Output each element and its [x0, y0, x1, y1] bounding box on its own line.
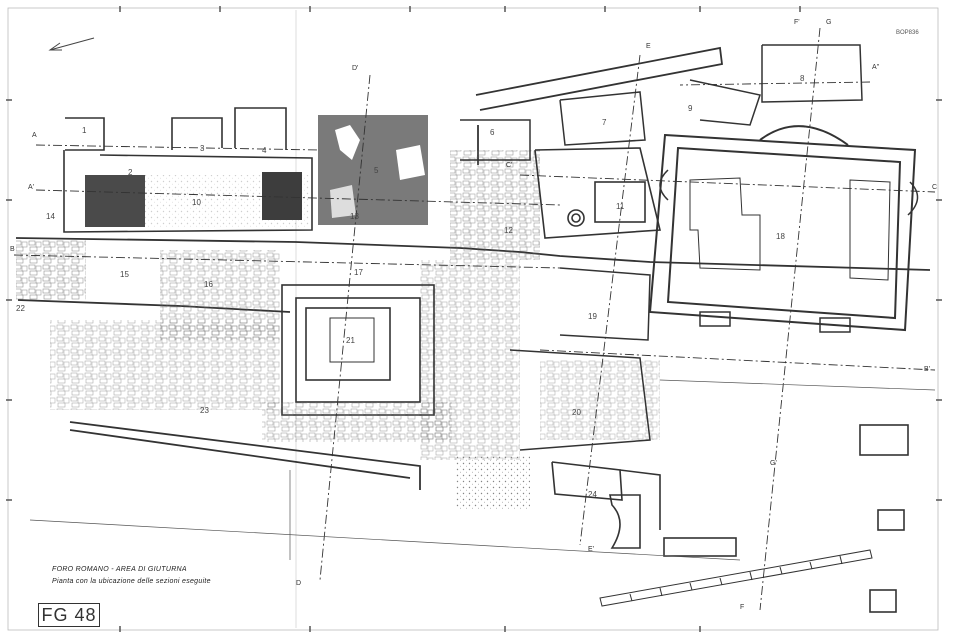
section-marker: G' [770, 460, 777, 467]
masonry-zone-12 [450, 150, 540, 260]
section-marker: G [826, 19, 832, 26]
temple-21-base [262, 402, 452, 442]
section-marker: D [296, 580, 302, 587]
plaza-lines [29, 379, 936, 561]
plan-subtitle: Pianta con la ubicazione delle sezioni e… [52, 578, 211, 585]
room-number: 8 [800, 74, 805, 83]
section-marker: A'' [872, 64, 880, 71]
room-number: 16 [204, 280, 213, 289]
room-number: 5 [374, 166, 379, 175]
room-number: 6 [490, 128, 495, 137]
room-number: 13 [350, 212, 359, 221]
room-19-20 [509, 267, 651, 451]
section-marker: C' [506, 162, 513, 169]
section-marker: E [646, 43, 651, 50]
room-number: 18 [776, 232, 785, 241]
room-13-void-3 [330, 185, 356, 218]
section-marker: E' [588, 546, 595, 553]
room-number: 21 [346, 336, 355, 345]
room-number: 22 [16, 304, 25, 313]
left-building [63, 107, 313, 233]
room-number: 14 [46, 212, 55, 221]
room-number: 24 [588, 490, 597, 499]
north-rooms [460, 44, 863, 161]
masonry-zone-20 [540, 360, 660, 440]
room-number: 7 [602, 118, 607, 127]
masonry-zone-south [50, 320, 280, 410]
north-arrow-icon [48, 37, 95, 51]
room-number: 20 [572, 408, 581, 417]
archive-stamp: BOP836 [896, 30, 919, 36]
sheet-frame [7, 7, 939, 631]
room-11-building [534, 147, 662, 239]
room-number: 17 [354, 268, 363, 277]
section-marker: F [740, 604, 745, 611]
room-number: 10 [192, 198, 201, 207]
room-number: 9 [688, 104, 693, 113]
room-number: 19 [588, 312, 597, 321]
section-lines [13, 27, 936, 611]
room-number: 12 [504, 226, 513, 235]
room-number: 4 [262, 146, 267, 155]
building-18 [648, 125, 917, 332]
room-number: 15 [120, 270, 129, 279]
hatched-area-left [85, 175, 145, 227]
rubble-zone [455, 455, 530, 510]
frame-ticks [6, 6, 942, 632]
section-marker: F' [794, 19, 800, 26]
masonry-zone-west [16, 240, 86, 300]
room-13-void-2 [396, 145, 425, 180]
room-number: 1 [82, 126, 87, 135]
room-number: 2 [128, 168, 133, 177]
plan-title: FORO ROMANO - AREA DI GIUTURNA [52, 566, 187, 573]
section-marker: A' [28, 184, 35, 191]
section-marker: A [32, 132, 37, 139]
room-13-void [335, 125, 360, 160]
scale-bar [599, 549, 873, 607]
section-marker: B [10, 246, 15, 253]
section-marker: D' [352, 65, 359, 72]
temple-21 [281, 284, 435, 416]
sheet-code: FG 48 [38, 603, 100, 627]
room-number: 3 [200, 144, 205, 153]
section-marker: B' [924, 366, 931, 373]
room-number: 23 [200, 406, 209, 415]
building-18-apses [659, 169, 919, 333]
section-marker: C [932, 184, 938, 191]
south-structures [551, 424, 909, 613]
room-number: 11 [616, 202, 625, 211]
hatched-area-mid [262, 172, 302, 220]
